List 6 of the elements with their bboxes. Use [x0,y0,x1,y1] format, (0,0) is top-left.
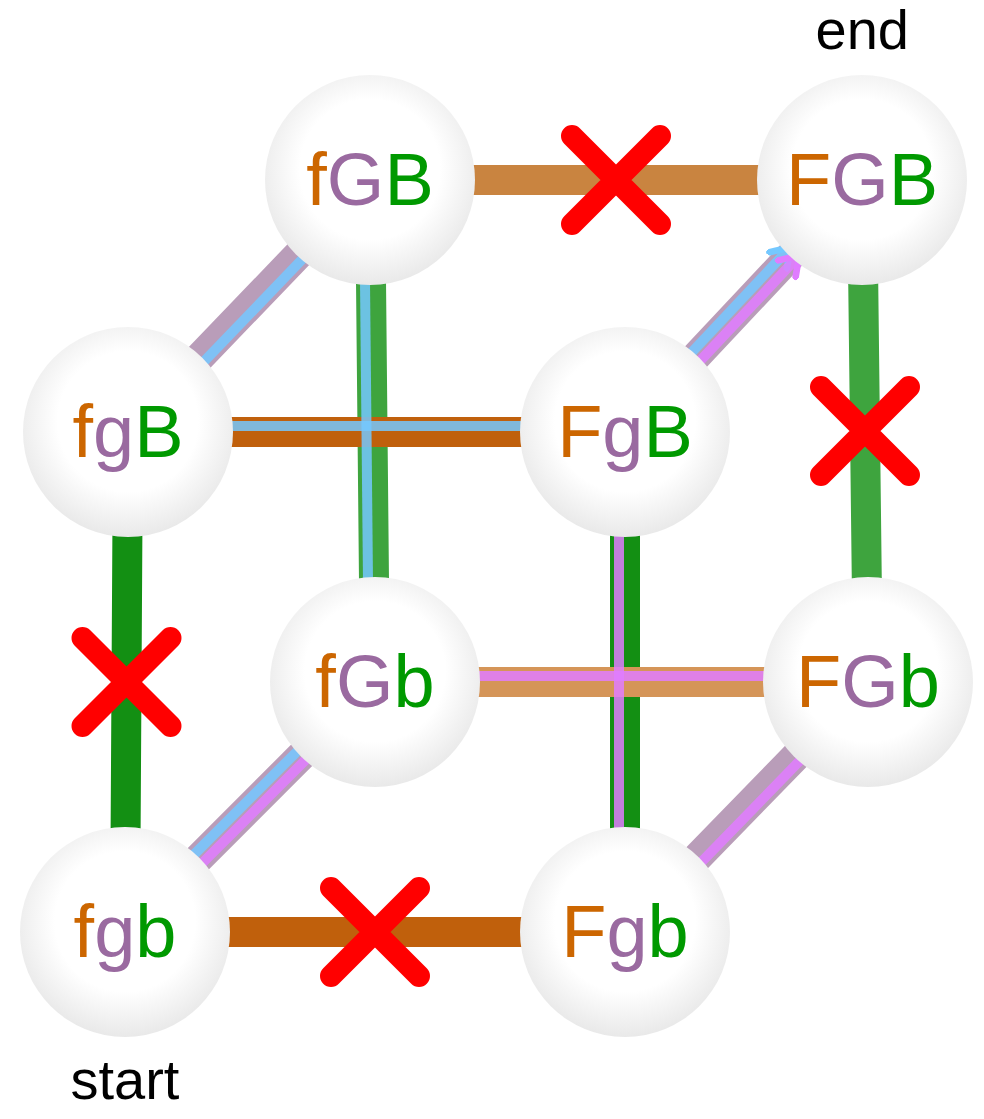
genotype-label: FGB [785,143,939,217]
genotype-label: fGB [306,143,434,217]
node-caption: start [70,1052,180,1108]
node-caption: end [815,2,909,58]
genotype-label: fGb [315,645,435,719]
genotype-label: FGb [796,645,940,719]
